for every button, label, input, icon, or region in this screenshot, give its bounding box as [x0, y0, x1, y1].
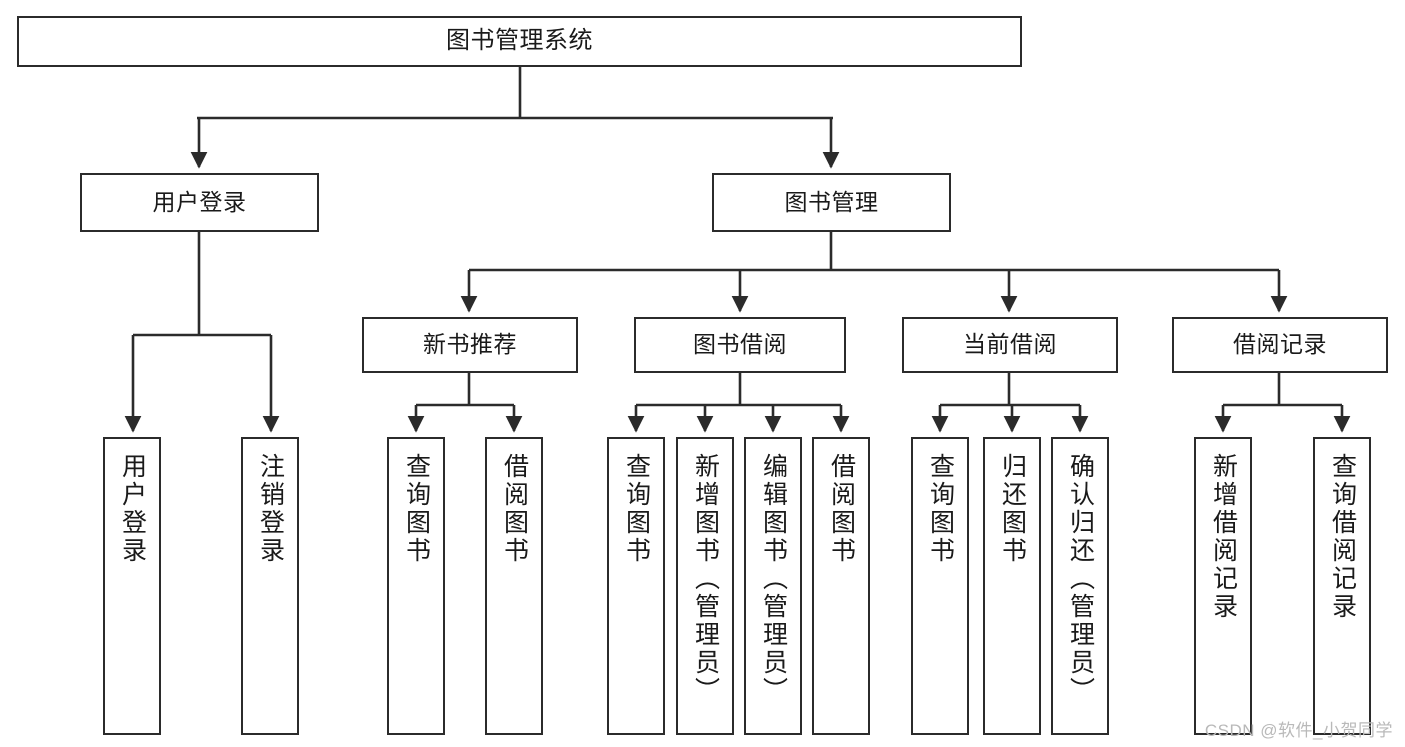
leaf-user-login[interactable]: 用户登录 — [103, 437, 161, 735]
node-label: 用户登录 — [118, 453, 147, 565]
node-book-borrowing[interactable]: 图书借阅 — [634, 317, 846, 373]
watermark: CSDN @软件_小贺同学 — [1204, 721, 1393, 740]
leaf-borrow-book-1[interactable]: 借阅图书 — [485, 437, 543, 735]
node-label: 图书管理系统 — [446, 27, 593, 55]
node-label: 当前借阅 — [963, 331, 1057, 358]
node-borrowing-record[interactable]: 借阅记录 — [1172, 317, 1388, 373]
node-label: 新书推荐 — [423, 331, 517, 358]
node-label: 用户登录 — [152, 188, 247, 215]
node-label: 查询图书 — [926, 453, 955, 565]
node-label: 新增借阅记录 — [1209, 453, 1238, 621]
node-label: 借阅图书 — [827, 453, 856, 565]
leaf-add-borrow-record[interactable]: 新增借阅记录 — [1194, 437, 1252, 735]
leaf-query-borrow-record[interactable]: 查询借阅记录 — [1313, 437, 1371, 735]
leaf-query-book-3[interactable]: 查询图书 — [911, 437, 969, 735]
leaf-query-book-1[interactable]: 查询图书 — [387, 437, 445, 735]
node-label: 确认归还（管理员） — [1066, 453, 1095, 705]
node-label: 编辑图书（管理员） — [759, 453, 788, 705]
leaf-logout[interactable]: 注销登录 — [241, 437, 299, 735]
leaf-return-book[interactable]: 归还图书 — [983, 437, 1041, 735]
node-label: 借阅图书 — [500, 453, 529, 565]
node-current-borrowing[interactable]: 当前借阅 — [902, 317, 1118, 373]
leaf-edit-book-admin[interactable]: 编辑图书（管理员） — [744, 437, 802, 735]
node-user-login[interactable]: 用户登录 — [80, 173, 319, 232]
node-label: 查询图书 — [402, 453, 431, 565]
node-label: 借阅记录 — [1233, 331, 1327, 358]
node-book-management-system[interactable]: 图书管理系统 — [17, 16, 1022, 67]
leaf-confirm-return-admin[interactable]: 确认归还（管理员） — [1051, 437, 1109, 735]
node-label: 归还图书 — [998, 453, 1027, 565]
node-new-book-recommendation[interactable]: 新书推荐 — [362, 317, 578, 373]
node-label: 新增图书（管理员） — [691, 453, 720, 705]
leaf-query-book-2[interactable]: 查询图书 — [607, 437, 665, 735]
node-label: 查询图书 — [622, 453, 651, 565]
node-label: 查询借阅记录 — [1328, 453, 1357, 621]
node-book-management[interactable]: 图书管理 — [712, 173, 951, 232]
node-label: 图书管理 — [784, 188, 879, 215]
leaf-add-book-admin[interactable]: 新增图书（管理员） — [676, 437, 734, 735]
node-label: 图书借阅 — [693, 331, 787, 358]
node-label: 注销登录 — [256, 453, 285, 565]
leaf-borrow-book-2[interactable]: 借阅图书 — [812, 437, 870, 735]
